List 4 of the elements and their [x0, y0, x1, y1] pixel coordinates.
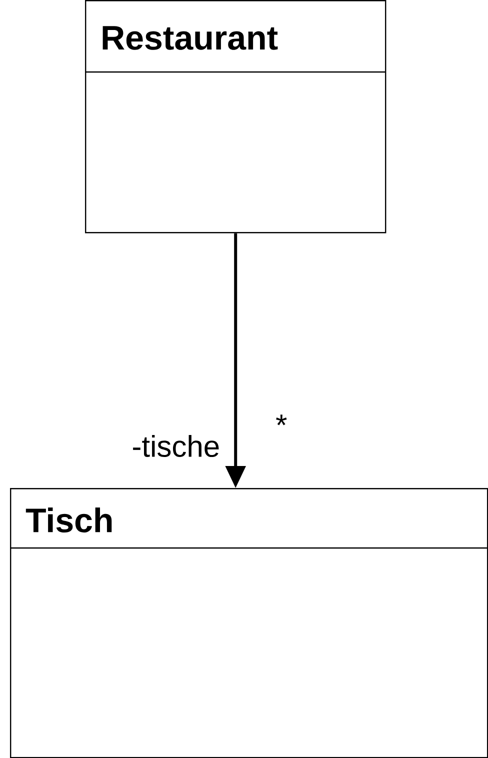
role-label: -tische — [133, 435, 219, 458]
class-box: Tisch — [10, 488, 488, 758]
multiplicity-label: * — [276, 414, 287, 426]
class-box: Restaurant — [85, 0, 386, 234]
